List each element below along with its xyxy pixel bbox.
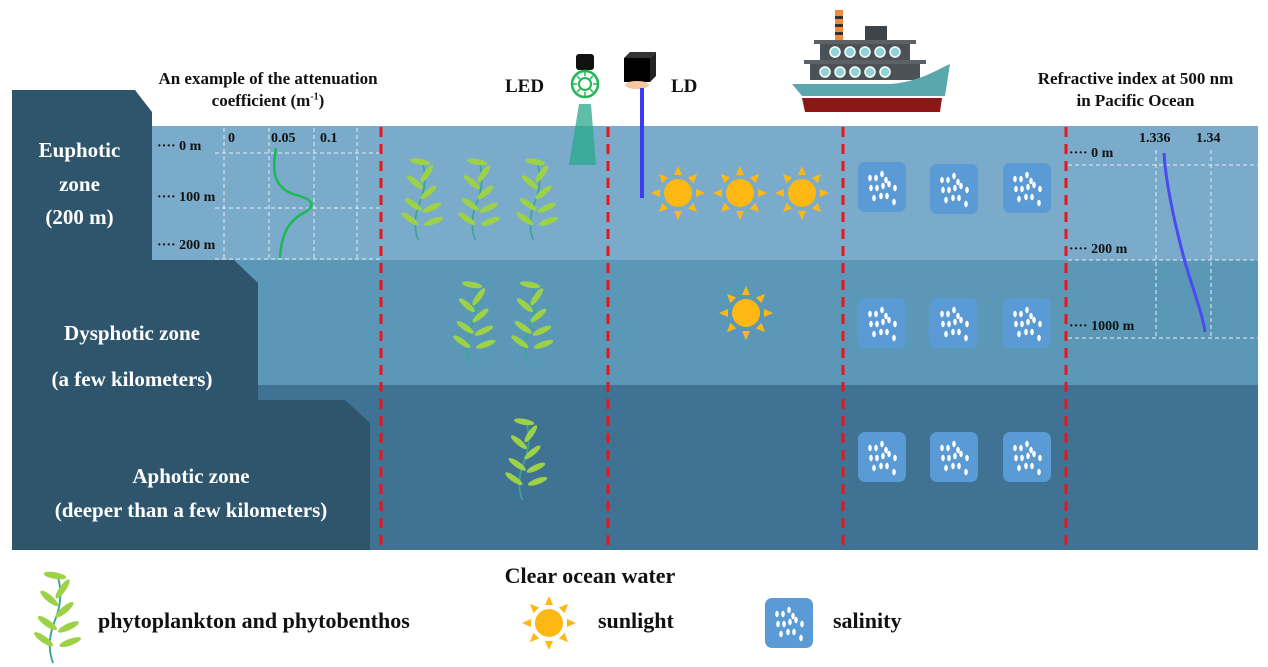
plant-euphotic-1	[401, 158, 444, 241]
att-depth-100: ···· 100 m	[157, 190, 216, 205]
att-depth-200: ···· 200 m	[157, 238, 216, 253]
legend-sun-icon	[522, 596, 576, 650]
refractive-chart-title: Refractive index at 500 nm in Pacific Oc…	[1037, 69, 1234, 111]
legend-salinity-icon	[765, 598, 813, 648]
plant-dysphotic-2	[511, 281, 554, 364]
column-title: Clear ocean water	[504, 563, 676, 588]
salinity-aphotic-1	[858, 432, 906, 482]
legend-sunlight-label: sunlight	[598, 608, 674, 633]
ship-icon	[792, 10, 950, 112]
led-label: LED	[505, 76, 545, 97]
legend-plant-icon	[34, 571, 81, 664]
salinity-aphotic-3	[1003, 432, 1051, 482]
ref-depth-0: ···· 0 m	[1069, 146, 1114, 161]
salinity-dysphotic-3	[1003, 298, 1051, 348]
salinity-dysphotic-2	[930, 298, 978, 348]
euphotic-zone-label: Euphotic zone (200 m)	[38, 138, 121, 230]
salinity-aphotic-2	[930, 432, 978, 482]
plant-euphotic-3	[516, 158, 559, 241]
ref-depth-1000: ···· 1000 m	[1069, 319, 1135, 334]
led-icon	[569, 54, 600, 165]
salinity-euphotic-3	[1003, 163, 1051, 213]
plant-aphotic-1	[505, 418, 548, 501]
att-depth-0: ···· 0 m	[157, 139, 202, 154]
attenuation-curve	[272, 147, 313, 259]
salinity-dysphotic-1	[858, 298, 906, 348]
refractive-curve	[1162, 152, 1207, 333]
salinity-euphotic-1	[858, 162, 906, 212]
ld-laser-icon	[624, 52, 656, 198]
att-tick-0.05: 0.05	[271, 131, 296, 146]
plant-euphotic-2	[458, 158, 501, 241]
ref-depth-200: ···· 200 m	[1069, 242, 1128, 257]
salinity-euphotic-2	[930, 164, 978, 214]
attenuation-chart-title: An example of the attenuation coefficien…	[158, 69, 378, 111]
ref-tick-1.336: 1.336	[1139, 131, 1171, 146]
sun-euphotic-2	[713, 166, 767, 220]
ref-tick-1.34: 1.34	[1196, 131, 1221, 146]
dysphotic-band	[150, 260, 1258, 385]
legend-salinity-label: salinity	[833, 608, 902, 633]
att-tick-0.1: 0.1	[320, 131, 338, 146]
plant-dysphotic-1	[453, 281, 496, 364]
legend-phytoplankton-label: phytoplankton and phytobenthos	[98, 608, 410, 633]
att-tick-0: 0	[228, 131, 235, 146]
aphotic-zone-label: Aphotic zone (deeper than a few kilomete…	[54, 464, 328, 522]
ld-label: LD	[671, 76, 698, 97]
sun-euphotic-3	[775, 166, 829, 220]
sun-euphotic-1	[651, 166, 705, 220]
sun-dysphotic-1	[719, 286, 773, 340]
dysphotic-zone-label: Dysphotic zone (a few kilometers)	[51, 321, 213, 392]
